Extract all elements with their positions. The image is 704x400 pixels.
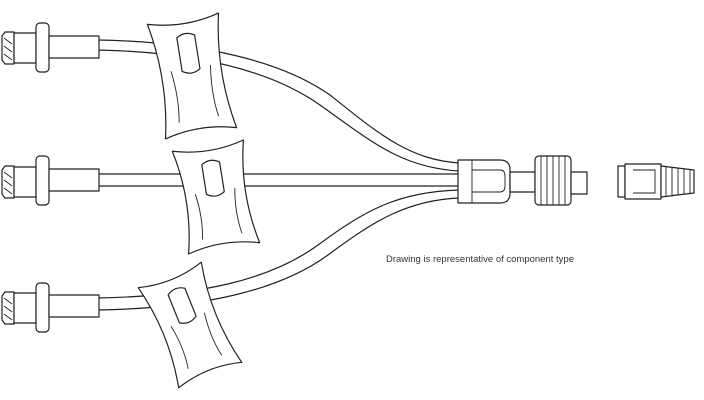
clamp-top bbox=[146, 12, 238, 140]
y-junction-hub bbox=[457, 159, 536, 204]
luer-connector-top bbox=[1, 22, 100, 73]
clamp-middle bbox=[171, 139, 261, 255]
clamp-bottom bbox=[137, 261, 243, 389]
threaded-collar bbox=[534, 155, 588, 206]
luer-connector-middle bbox=[1, 155, 100, 206]
caption-text: Drawing is representative of component t… bbox=[386, 254, 574, 265]
tubing bbox=[97, 39, 461, 311]
luer-connector-bottom bbox=[1, 282, 100, 333]
separate-cap bbox=[617, 163, 695, 200]
